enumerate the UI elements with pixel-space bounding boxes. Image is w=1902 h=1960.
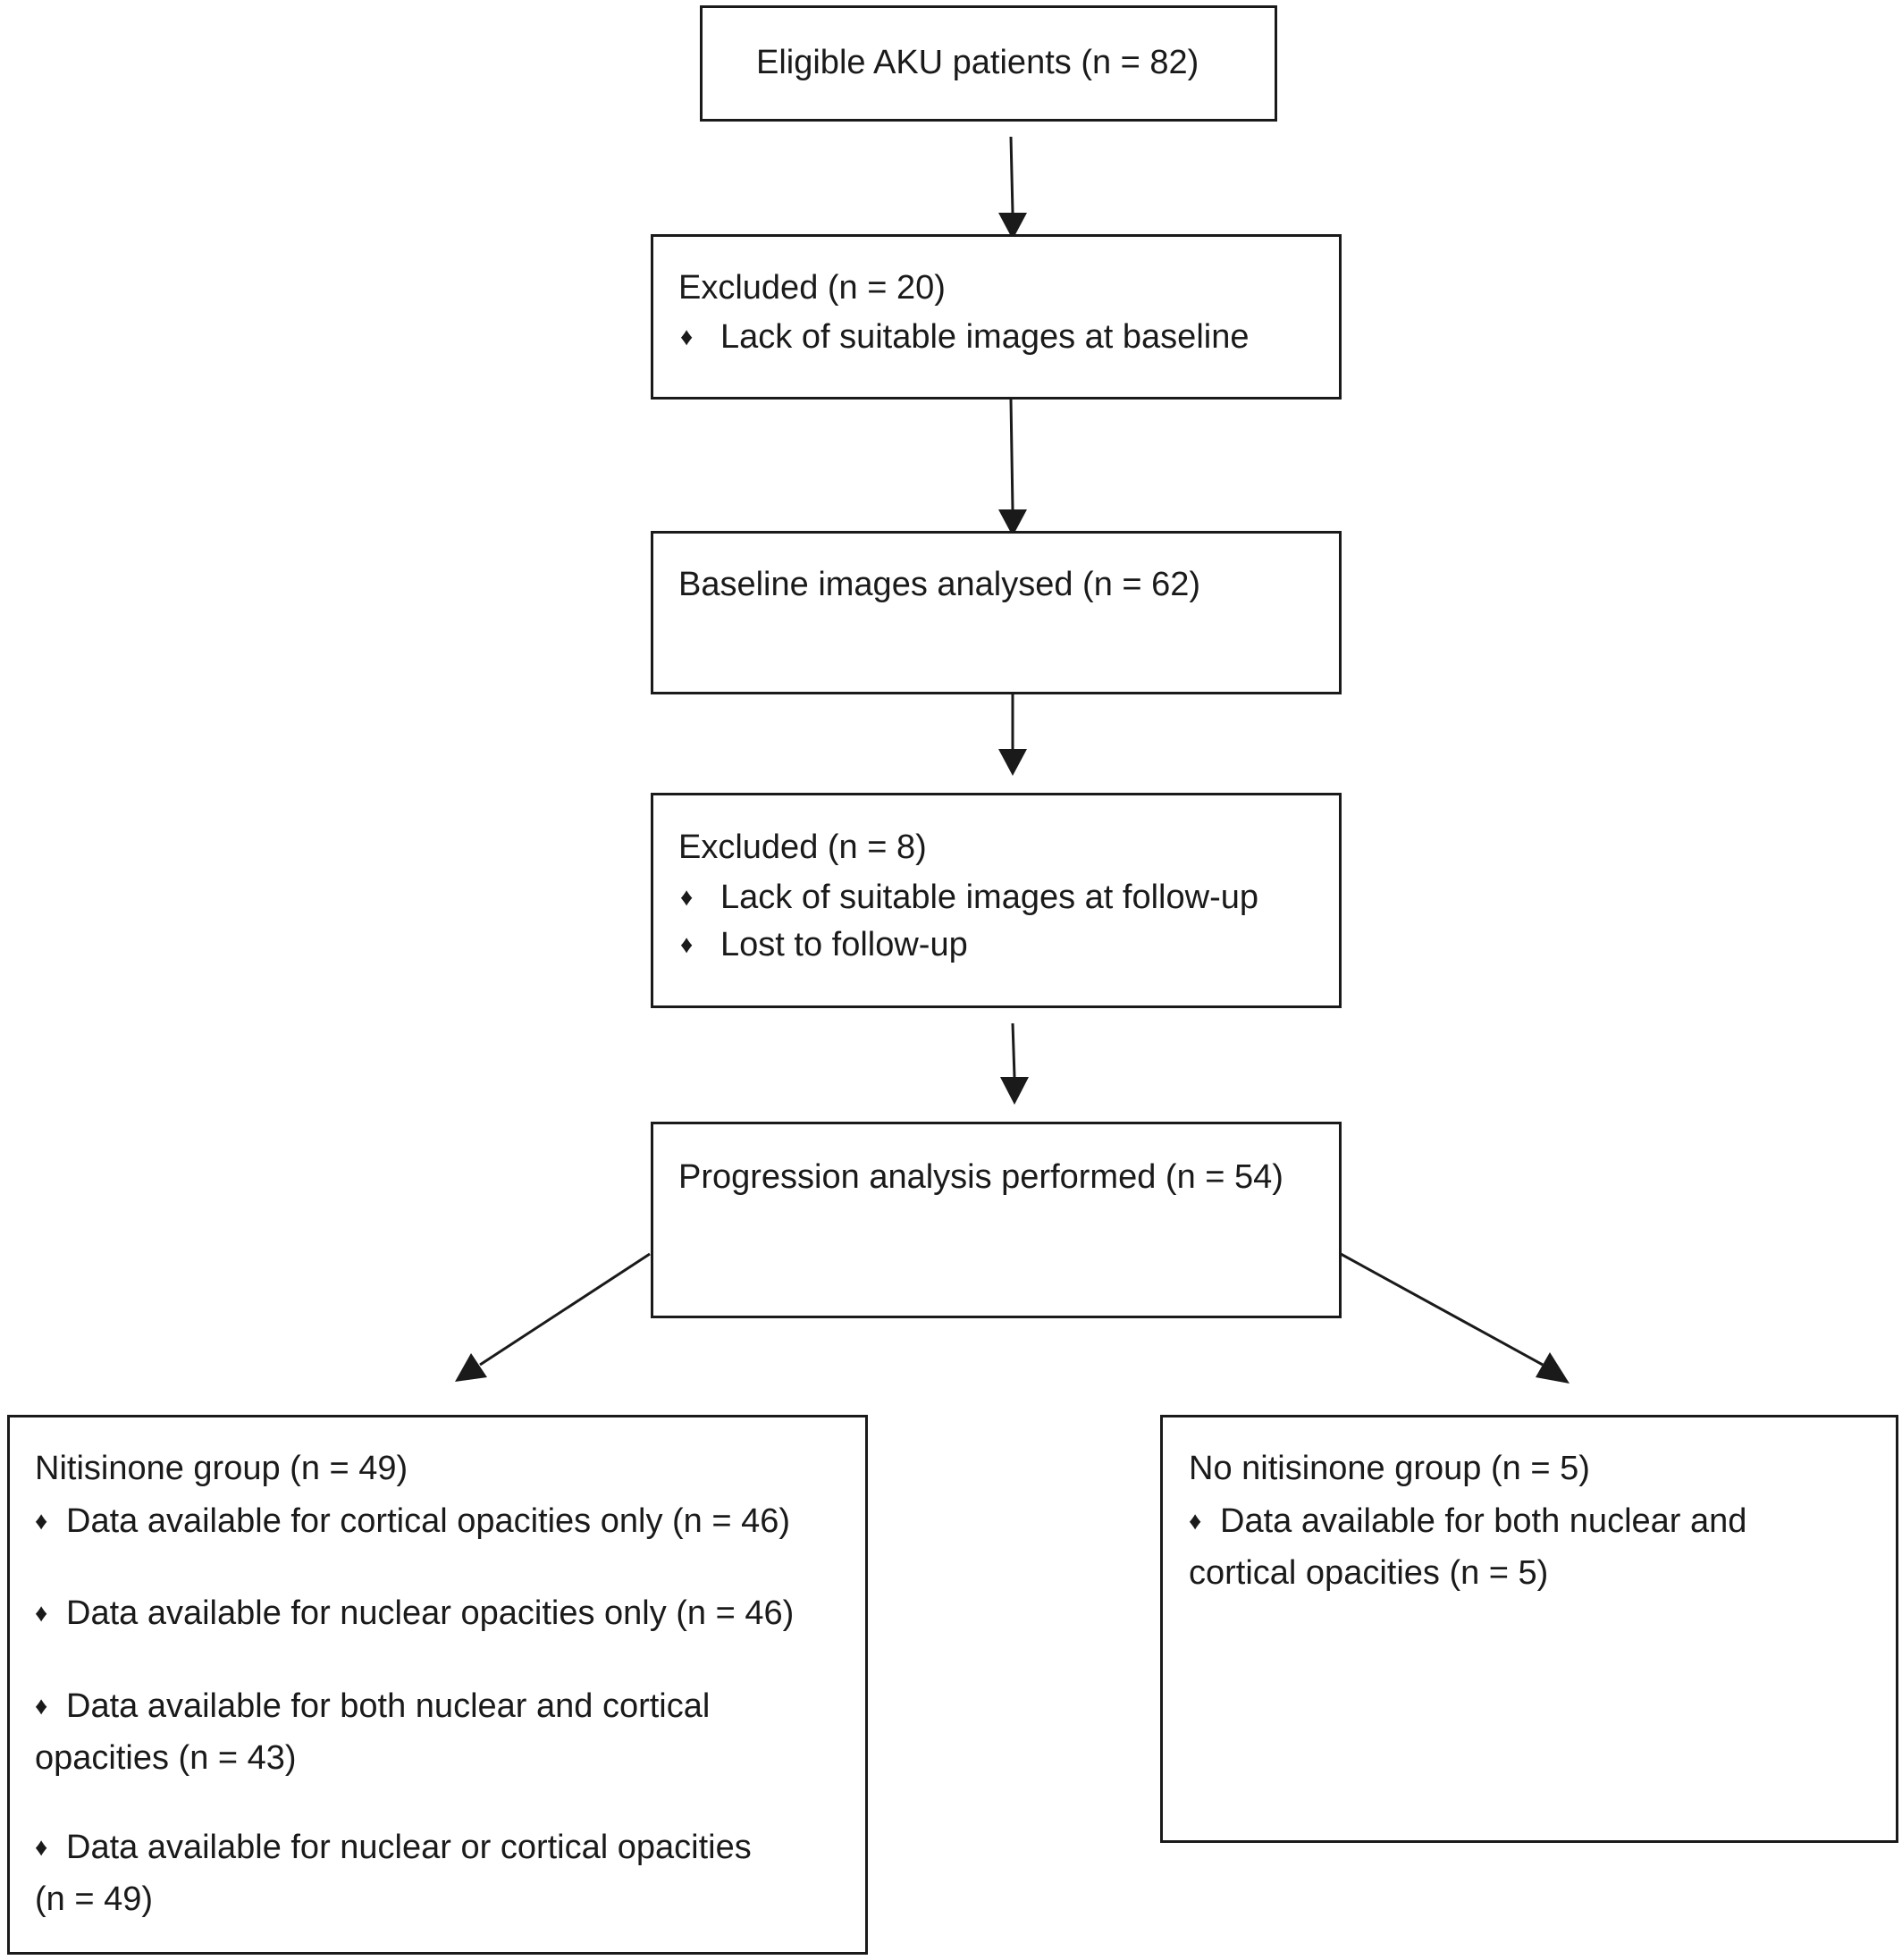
nitisinone-item-cortical-only: Data available for cortical opacities on… bbox=[66, 1502, 791, 1540]
excluded-baseline-reason: Lack of suitable images at baseline bbox=[720, 318, 1250, 356]
arrow-progression-to-nitisinone bbox=[455, 1252, 651, 1382]
progression-analysis-title: Progression analysis performed (n = 54) bbox=[678, 1158, 1283, 1196]
eligible-patients-box: Eligible AKU patients (n = 82) bbox=[700, 5, 1277, 122]
arrow-excluded-followup-to-progression bbox=[1000, 1022, 1029, 1105]
nitisinone-item-both-line-1: Data available for both nuclear and cort… bbox=[66, 1687, 711, 1725]
arrow-baseline-to-excluded-followup bbox=[998, 694, 1027, 776]
no-nitisinone-item-line-2: cortical opacities (n = 5) bbox=[1189, 1554, 1549, 1592]
nitisinone-group-box: Nitisinone group (n = 49) ♦ Data availab… bbox=[7, 1415, 868, 1955]
baseline-analysed-title: Baseline images analysed (n = 62) bbox=[678, 566, 1201, 603]
arrow-excluded-to-baseline bbox=[998, 399, 1027, 536]
bullet-diamond-icon: ♦ bbox=[680, 323, 694, 350]
bullet-diamond-icon: ♦ bbox=[35, 1692, 48, 1720]
excluded-baseline-box: Excluded (n = 20) ♦ Lack of suitable ima… bbox=[651, 234, 1342, 400]
bullet-diamond-icon: ♦ bbox=[680, 883, 694, 911]
arrow-progression-to-no-nitisinone bbox=[1340, 1252, 1570, 1384]
excluded-followup-box: Excluded (n = 8) ♦ Lack of suitable imag… bbox=[651, 793, 1342, 1008]
no-nitisinone-group-box: No nitisinone group (n = 5) ♦ Data avail… bbox=[1160, 1415, 1898, 1843]
arrow-eligible-to-excluded bbox=[998, 136, 1027, 240]
excluded-followup-reason-1: Lack of suitable images at follow-up bbox=[720, 879, 1258, 916]
nitisinone-item-either-line-1: Data available for nuclear or cortical o… bbox=[66, 1829, 752, 1866]
excluded-baseline-title: Excluded (n = 20) bbox=[678, 269, 946, 307]
no-nitisinone-group-title: No nitisinone group (n = 5) bbox=[1189, 1450, 1590, 1487]
nitisinone-item-nuclear-only: Data available for nuclear opacities onl… bbox=[66, 1594, 795, 1632]
no-nitisinone-item-line-1: Data available for both nuclear and bbox=[1220, 1502, 1747, 1540]
bullet-diamond-icon: ♦ bbox=[680, 930, 694, 958]
bullet-diamond-icon: ♦ bbox=[35, 1833, 48, 1861]
nitisinone-item-both-line-2: opacities (n = 43) bbox=[35, 1739, 297, 1777]
baseline-analysed-box: Baseline images analysed (n = 62) bbox=[651, 531, 1342, 694]
eligible-patients-label: Eligible AKU patients (n = 82) bbox=[756, 44, 1199, 81]
excluded-followup-title: Excluded (n = 8) bbox=[678, 829, 927, 866]
excluded-followup-reason-2: Lost to follow-up bbox=[720, 926, 968, 963]
nitisinone-item-either-line-2: (n = 49) bbox=[35, 1880, 154, 1918]
bullet-diamond-icon: ♦ bbox=[35, 1507, 48, 1535]
bullet-diamond-icon: ♦ bbox=[1189, 1507, 1202, 1535]
nitisinone-group-title: Nitisinone group (n = 49) bbox=[35, 1450, 408, 1487]
bullet-diamond-icon: ♦ bbox=[35, 1599, 48, 1627]
progression-analysis-box: Progression analysis performed (n = 54) bbox=[651, 1122, 1342, 1318]
